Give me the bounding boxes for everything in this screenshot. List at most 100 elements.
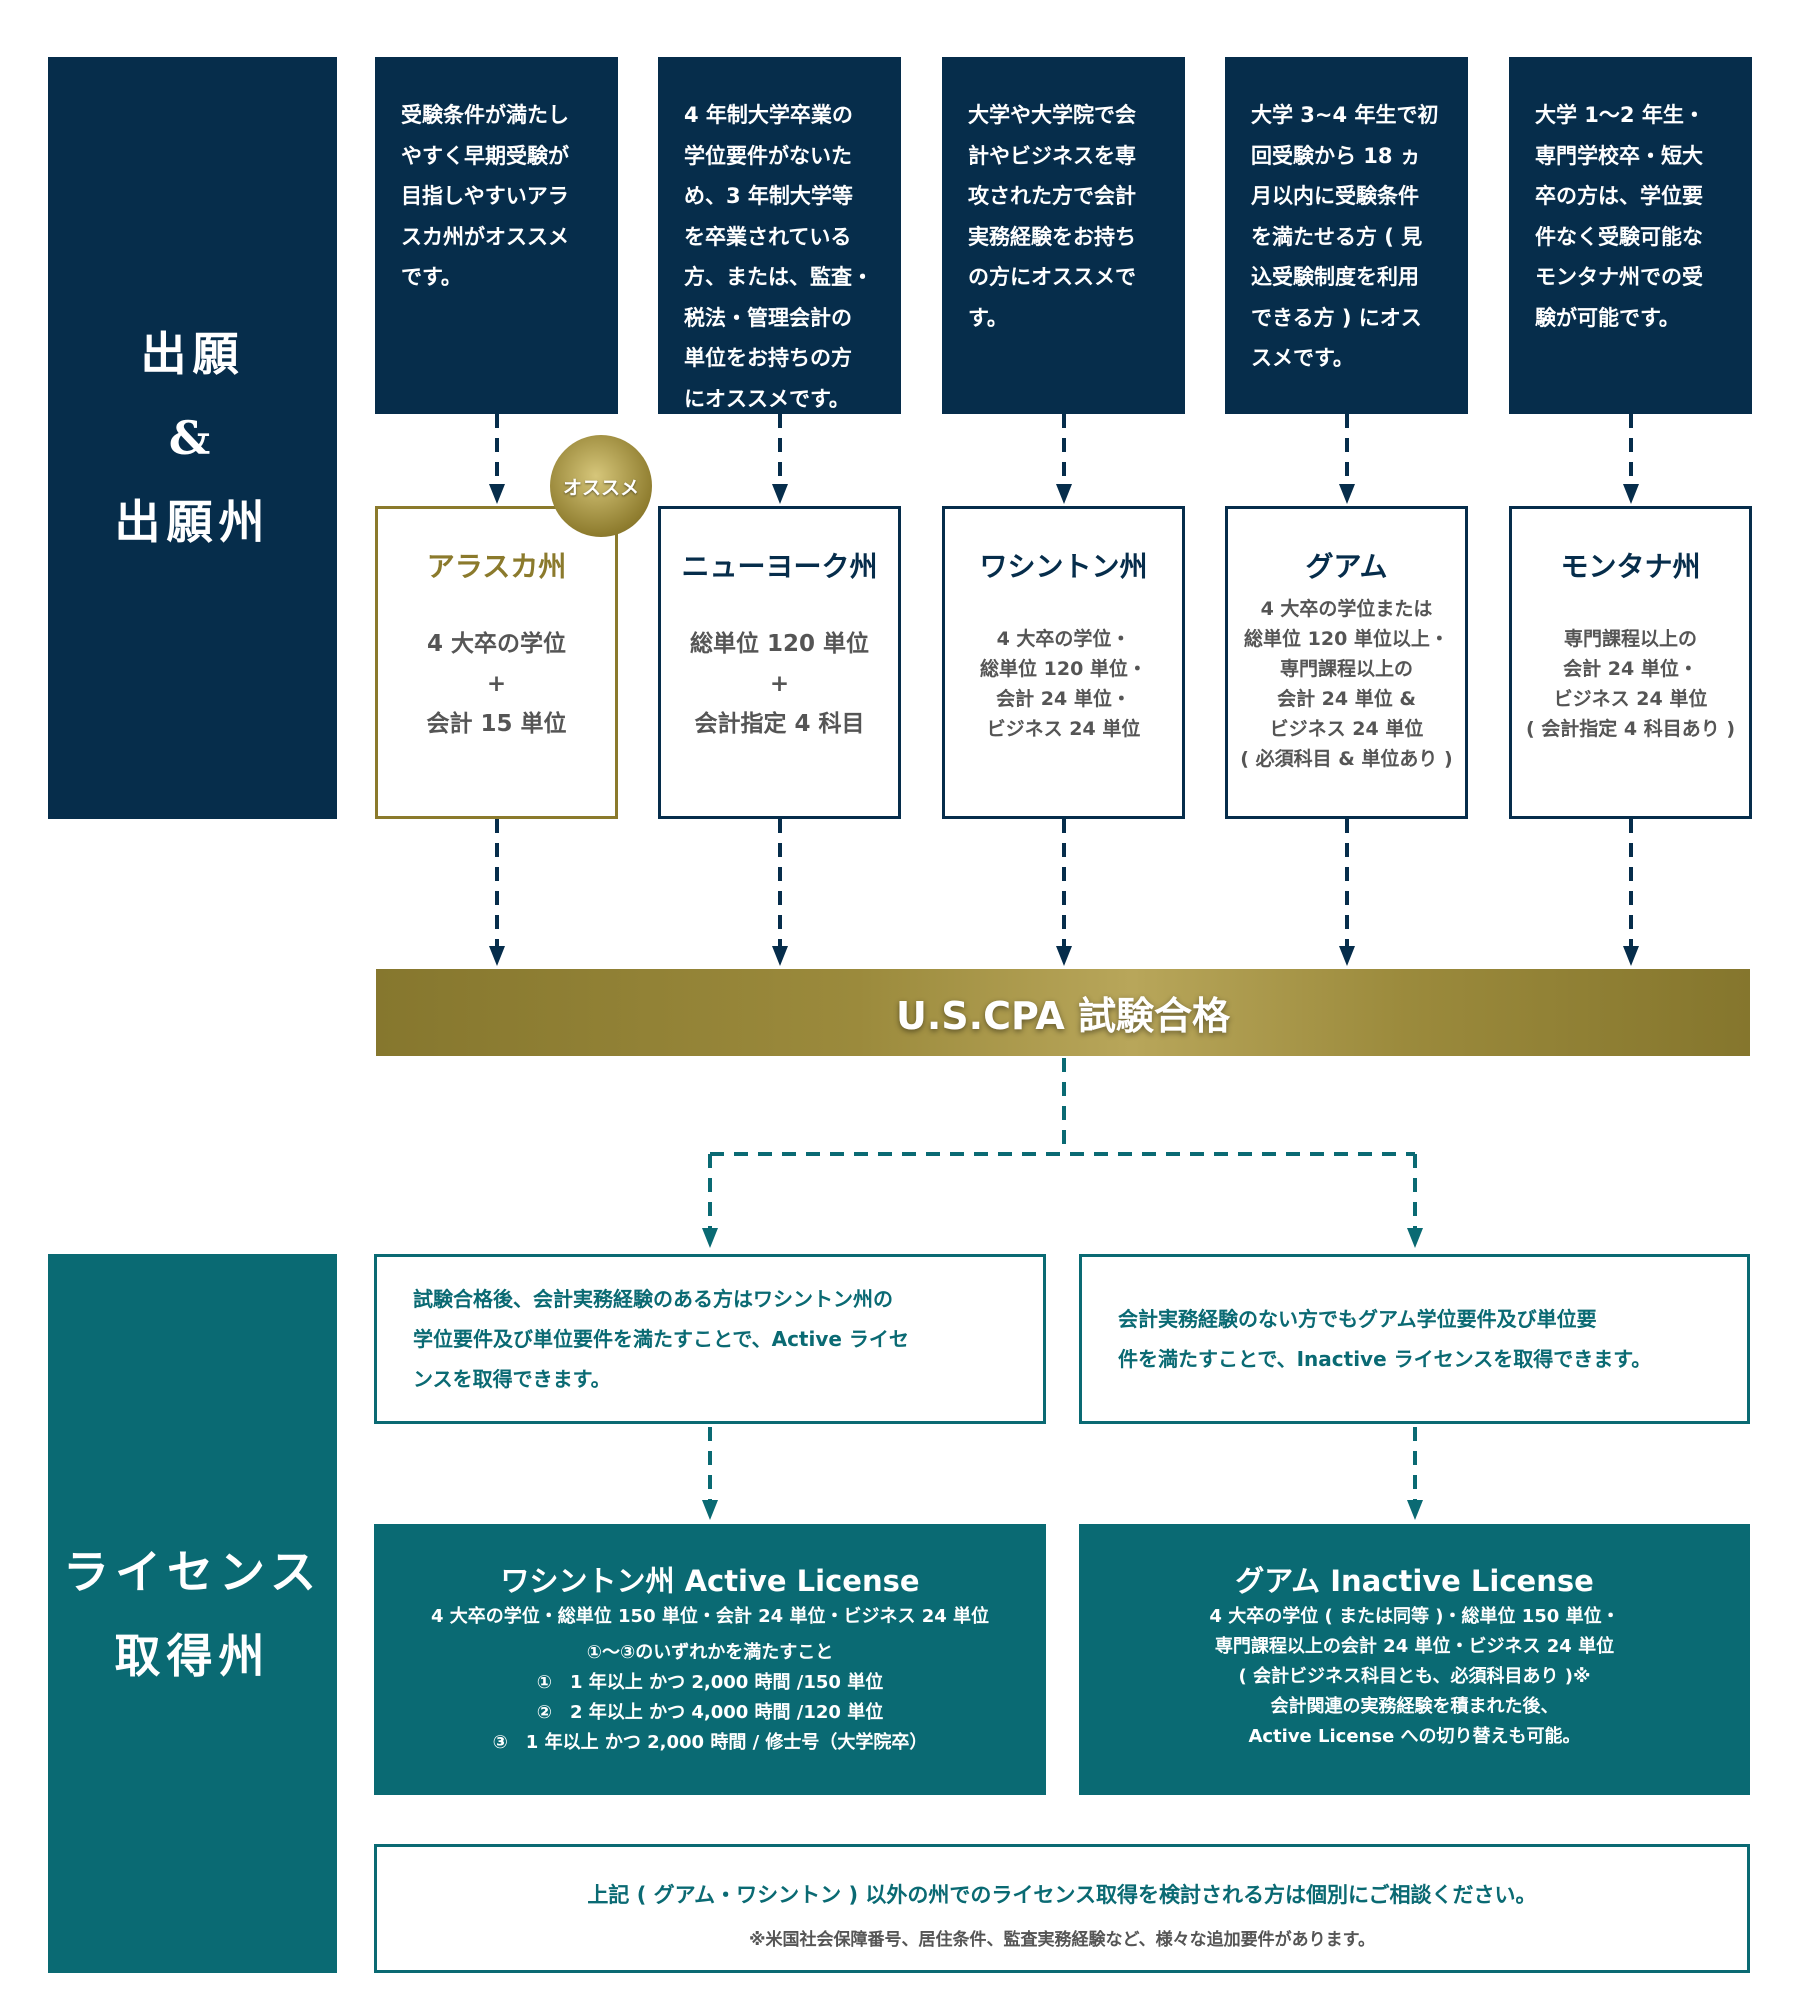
card-text-line: す。 [968,305,1008,330]
license-title: グアム Inactive License [1235,1564,1594,1598]
panel-label: 取得州 [114,1628,271,1683]
card-text-line: モンタナ州での受 [1535,265,1703,289]
license-requirement-line: ( 会計ビジネス科目とも、必須科目あり )※ [1238,1666,1591,1687]
arrowhead-icon [1339,946,1355,966]
arrowhead-icon [489,484,505,504]
card-text-line: 攻された方で会計 [968,184,1136,208]
card-text-line: 計やビジネスを専 [968,143,1136,168]
state-name: グアム [1305,550,1388,583]
requirement-line: 総単位 120 単位以上・ [1244,627,1449,650]
arrowhead-icon [1623,946,1639,966]
description-line: 件を満たすことで、Inactive ライセンスを取得できます。 [1118,1347,1652,1371]
card-text-line: 4 年制大学卒業の [684,103,853,127]
requirement-line: 4 大卒の学位 [426,630,566,657]
arrowhead-icon [702,1228,718,1248]
recommendation-card: 4 年制大学卒業の学位要件がないため、3 年制大学等を卒業されている方、または、… [658,57,901,414]
arrowhead-icon [772,484,788,504]
card-text-line: 単位をお持ちの方 [684,346,852,370]
card-text-line: を卒業されている [684,224,852,249]
state-requirements: 4 大卒の学位 + 会計 15 単位 [426,585,566,816]
requirement-line: ビジネス 24 単位 [1553,687,1708,710]
requirement-line: + [486,670,507,697]
license-title: ワシントン州 Active License [500,1564,920,1598]
recommendation-card: 大学 3~4 年生で初回受験から 18 ヵ月以内に受験条件を満たせる方 ( 見込… [1225,57,1468,414]
panel-label: & [168,411,217,465]
state-box: ニューヨーク州総単位 120 単位+会計指定 4 科目 [658,506,901,819]
description-line: 学位要件及び単位要件を満たすことで、Active ライセ [413,1327,909,1351]
requirement-line: 専門課程以上の [1279,657,1413,680]
license-requirement-line: ③ 1 年以上 かつ 2,000 時間 / 修士号（大学院卒） [492,1732,928,1753]
license-requirement-line: ①～③のいずれかを満たすこと [586,1642,834,1663]
state-requirements: 4 大卒の学位・総単位 120 単位・会計 24 単位・ビジネス 24 単位 [980,585,1147,816]
card-text-line: 受験条件が満たし [401,103,569,127]
license-requirement-line: 4 大卒の学位 ( または同等 )・総単位 150 単位・ [1209,1606,1620,1627]
card-text-line: 回受験から 18 ヵ [1251,143,1421,168]
description-line: 試験合格後、会計実務経験のある方はワシントン州の [413,1287,893,1311]
card-text-line: 学位要件がないた [684,143,852,168]
license-requirement-line: 専門課程以上の会計 24 単位・ビジネス 24 単位 [1214,1636,1615,1657]
requirement-line: ( 必須科目 & 単位あり ) [1240,747,1453,770]
recommendation-card: 受験条件が満たしやすく早期受験が目指しやすいアラスカ州がオススメです。 [375,57,618,414]
license-panel: ライセンス 取得州 [48,1254,337,1973]
license-requirement-line: ① 1 年以上 かつ 2,000 時間 /150 単位 [536,1672,884,1693]
license-requirement-line: 4 大卒の学位・総単位 150 単位・会計 24 単位・ビジネス 24 単位 [430,1606,990,1627]
requirement-line: ビジネス 24 単位 [986,717,1141,740]
footer-note-text: ※米国社会保障番号、居住条件、監査実務経験など、様々な追加要件があります。 [749,1930,1375,1950]
card-text-line: 卒の方は、学位要 [1535,184,1703,208]
description-line: ンスを取得できます。 [413,1367,611,1391]
requirement-line: ( 会計指定 4 科目あり ) [1525,717,1736,740]
other-states-note: 上記 ( グアム・ワシントン ) 以外の州でのライセンス取得を検討される方は個別… [374,1844,1750,1973]
arrowhead-icon [489,946,505,966]
card-text-line: です。 [401,265,462,289]
description-line: 会計実務経験のない方でもグアム学位要件及び単位要 [1118,1307,1597,1331]
requirement-line: 会計 24 単位 & [1277,687,1416,710]
arrowhead-icon [1407,1500,1423,1520]
card-text-line: 大学 3~4 年生で初 [1251,103,1439,127]
application-panel: 出願 & 出願州 [48,57,337,819]
card-text-line: スメです。 [1251,346,1354,370]
card-text-line: 大学や大学院で会 [968,103,1136,127]
state-name: アラスカ州 [426,550,567,583]
requirement-line: 4 大卒の学位・ [996,627,1131,650]
card-text-line: 専門学校卒・短大 [1535,143,1703,168]
arrowhead-icon [772,946,788,966]
state-name: モンタナ州 [1560,550,1701,583]
arrowhead-icon [1623,484,1639,504]
recommended-badge: オススメ [550,435,652,537]
card-text-line: 件なく受験可能な [1535,224,1703,249]
state-requirements: 4 大卒の学位または総単位 120 単位以上・専門課程以上の会計 24 単位 &… [1240,585,1452,816]
card-text-line: 込受験制度を利用 [1251,265,1419,289]
requirement-line: 総単位 120 単位・ [980,657,1147,680]
panel-label: 出願 [140,327,245,381]
state-name: ニューヨーク州 [681,550,878,583]
card-text-line: にオススメです。 [684,386,850,411]
arrowhead-icon [1407,1228,1423,1248]
card-text-line: を満たせる方 ( 見 [1251,224,1423,249]
state-name: ワシントン州 [979,550,1148,583]
exam-pass-banner: U.S.CPA 試験合格 [376,969,1750,1056]
requirement-line: 会計 24 単位・ [1563,657,1698,680]
requirement-line: ビジネス 24 単位 [1269,717,1424,740]
card-text-line: できる方 ) にオス [1251,305,1422,330]
license-box: グアム Inactive License 4 大卒の学位 ( または同等 )・総単… [1079,1524,1750,1795]
license-path-description: 会計実務経験のない方でもグアム学位要件及び単位要件を満たすことで、Inactiv… [1079,1254,1750,1424]
license-requirement-line: Active License への切り替えも可能。 [1248,1726,1581,1747]
license-path-description: 試験合格後、会計実務経験のある方はワシントン州の学位要件及び単位要件を満たすこと… [374,1254,1046,1424]
card-text-line: 月以内に受験条件 [1251,184,1419,208]
license-requirement-line: ② 2 年以上 かつ 4,000 時間 /120 単位 [536,1702,884,1723]
panel-label: 出願州 [114,495,271,549]
card-text-line: やすく早期受験が [401,143,569,168]
requirement-line: + [769,670,790,697]
panel-label: ライセンス [62,1544,323,1599]
card-text-line: 税法・管理会計の [684,305,852,330]
card-text-line: 実務経験をお持ち [968,224,1136,249]
state-requirements: 総単位 120 単位+会計指定 4 科目 [690,585,869,816]
card-text-line: 方、または、監査・ [684,265,873,289]
arrowhead-icon [1339,484,1355,504]
requirement-line: 会計 15 単位 [426,710,567,737]
license-requirement-line: 会計関連の実務経験を積まれた後、 [1270,1696,1559,1717]
card-text-line: スカ州がオススメ [401,224,569,249]
